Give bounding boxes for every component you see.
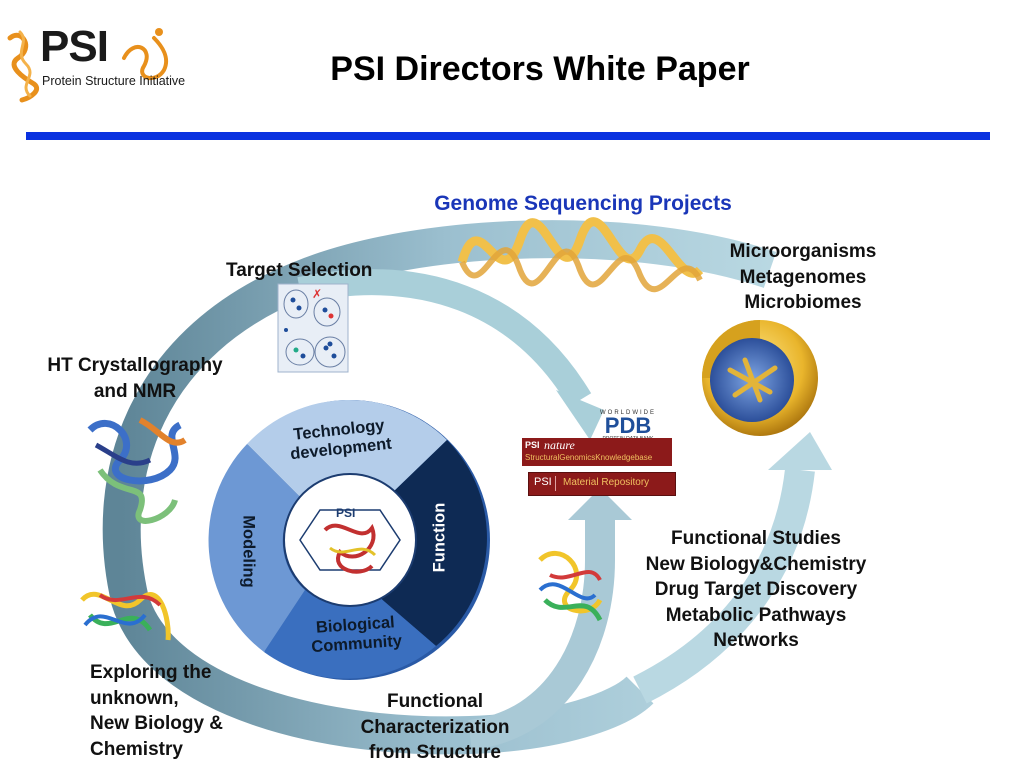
slide-title: PSI Directors White Paper <box>330 50 750 88</box>
wheel-segment-technology <box>247 399 447 497</box>
sgkb-text: StructuralGenomicsKnowledgebase <box>525 453 653 462</box>
cycle-arrowhead-up <box>568 488 632 520</box>
cycle-arrowhead-pdb <box>556 390 604 440</box>
target-selection-label: Target Selection <box>226 260 373 281</box>
dna-helix-image <box>457 217 704 293</box>
protein-structure-image-1 <box>87 417 187 524</box>
functional-characterization-line-2: Characterization <box>360 716 510 738</box>
genome-sequencing-label: Genome Sequencing Projects <box>434 192 732 215</box>
center-frame <box>299 509 401 571</box>
function-label: Function <box>430 502 449 573</box>
material-repository-logo: PSI Material Repository <box>528 472 676 496</box>
protein-structure-image-3 <box>538 551 603 622</box>
environments-line-1: Microorganisms <box>729 241 877 262</box>
ht-crystallography-line-2: and NMR <box>93 380 177 402</box>
sgkb-nature: nature <box>544 438 575 452</box>
environments-line-3: Microbiomes <box>744 292 862 313</box>
pdb-logo-main: PDB <box>604 413 652 438</box>
environments-label: Microorganisms Metagenomes Microbiomes <box>708 239 898 316</box>
wheel-segment-modeling <box>208 444 305 652</box>
mr-psi: PSI <box>534 476 552 488</box>
center-protein-image <box>323 523 376 574</box>
functional-studies-line-1: Functional Studies <box>671 528 841 549</box>
microorganism-sphere-image <box>702 320 818 436</box>
target-selection-image: ✗ <box>277 283 349 373</box>
svg-text:✗: ✗ <box>312 287 322 301</box>
structural-genomics-kb-logo: PSI nature StructuralGenomicsKnowledgeba… <box>522 438 672 466</box>
exploring-line-2: unknown, <box>90 687 179 709</box>
sgkb-psi: PSI <box>525 440 540 450</box>
functional-characterization-line-1: Functional <box>386 691 484 712</box>
exploring-line-3: New Biology & <box>90 713 224 734</box>
mr-text: Material Repository <box>563 477 650 488</box>
functional-studies-line-4: Metabolic Pathways <box>665 604 847 626</box>
wheel-segment-biological <box>264 590 436 679</box>
psi-logo: PSI Protein Structure Initiative <box>4 18 194 104</box>
pdb-logo-top: WORLDWIDE <box>600 410 656 416</box>
functional-characterization-line-3: from Structure <box>369 742 501 763</box>
psi-logo-emblem <box>7 28 169 103</box>
cycle-arrowhead-right <box>768 432 832 470</box>
functional-characterization-label: Functional Characterization from Structu… <box>336 689 534 766</box>
center-psi-logo: PSI <box>336 506 356 520</box>
psi-logo-name: Protein Structure Initiative <box>42 74 186 88</box>
psi-center-wheel <box>208 399 490 680</box>
ht-crystallography-line-1: HT Crystallography <box>47 355 223 376</box>
mr-divider <box>555 476 556 491</box>
functional-studies-line-2: New Biology&Chemistry <box>645 553 867 575</box>
environments-line-2: Metagenomes <box>739 266 867 288</box>
functional-studies-line-3: Drug Target Discovery <box>654 579 858 600</box>
title-divider <box>26 132 990 140</box>
functional-studies-label: Functional Studies New Biology&Chemistry… <box>622 526 890 654</box>
exploring-label: Exploring the unknown, New Biology & Che… <box>90 660 223 762</box>
exploring-line-1: Exploring the <box>90 662 212 683</box>
psi-logo-abbrev: PSI <box>40 22 109 71</box>
wheel-segment-function <box>378 440 487 646</box>
protein-structure-image-2 <box>80 591 171 641</box>
ht-crystallography-label: HT Crystallography and NMR <box>30 353 240 404</box>
modeling-label: Modeling <box>239 515 258 588</box>
exploring-line-4: Chemistry <box>90 738 183 760</box>
functional-studies-line-5: Networks <box>713 630 799 651</box>
